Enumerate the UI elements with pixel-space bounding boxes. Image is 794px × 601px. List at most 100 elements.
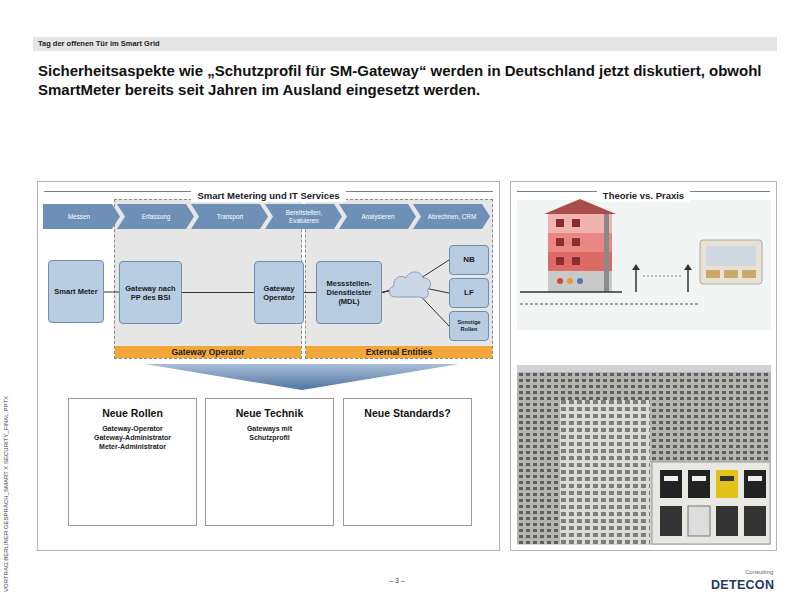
chevron-fill bbox=[191, 204, 268, 229]
logo-subtitle: Consulting bbox=[745, 569, 773, 576]
process-chevron: Erfassung bbox=[117, 204, 194, 229]
meter-display bbox=[692, 476, 706, 481]
box-heading: Neue Standards? bbox=[344, 407, 471, 420]
panel-heading-text: Smart Metering und IT Services bbox=[191, 190, 345, 202]
meter bbox=[744, 506, 766, 536]
chevron-fill bbox=[117, 204, 194, 229]
panel-heading-text: Theorie vs. Praxis bbox=[597, 190, 690, 202]
box-label: Gateway Operator bbox=[258, 284, 300, 302]
panel: Theorie vs. Praxis bbox=[510, 181, 777, 551]
chevron-fill bbox=[413, 204, 490, 229]
display-device bbox=[700, 240, 762, 284]
cloud-symbol bbox=[386, 266, 434, 304]
house-window bbox=[556, 257, 564, 265]
panel-heading: Smart Metering und IT Services bbox=[44, 185, 493, 197]
result-box: Neue Standards? bbox=[343, 398, 472, 526]
house-window bbox=[556, 238, 564, 246]
house-window bbox=[556, 219, 564, 227]
meter-dot bbox=[557, 278, 563, 284]
process-box: Gateway nach PP des BSI bbox=[119, 261, 182, 324]
antenna bbox=[632, 264, 640, 270]
chevron-label-area: Erfassung bbox=[117, 204, 194, 229]
chevron-label-area: Abrechnen, CRM bbox=[413, 204, 490, 229]
box-label: Gateway nach PP des BSI bbox=[123, 284, 178, 302]
house-window bbox=[572, 219, 580, 227]
logo: DETECON bbox=[711, 578, 774, 592]
device-key bbox=[742, 270, 756, 278]
result-box: Neue TechnikGateways mit Schutzprofil bbox=[205, 398, 334, 526]
orange-band: External Entities bbox=[306, 346, 492, 358]
meter-dot bbox=[577, 278, 583, 284]
process-box: NB bbox=[449, 245, 489, 275]
meter bbox=[744, 470, 766, 498]
box-body: Gateways mit Schutzprofil bbox=[235, 425, 305, 443]
region-label: Gateway Operator bbox=[115, 346, 301, 358]
process-box: LF bbox=[449, 278, 489, 308]
box-body: Gateway-Operator Gateway-Administrator M… bbox=[88, 425, 178, 451]
chevron-fill bbox=[265, 204, 342, 229]
meter-dot bbox=[567, 278, 573, 284]
chevron-label: Transport bbox=[217, 213, 244, 220]
box-label: Messstellen-Dienstleister (MDL) bbox=[320, 279, 378, 306]
cloud-shape bbox=[389, 272, 430, 298]
antenna bbox=[635, 270, 637, 292]
process-box: Smart Meter bbox=[48, 260, 104, 323]
panel-heading: Theorie vs. Praxis bbox=[517, 185, 770, 197]
meter bbox=[716, 470, 738, 498]
chevron-fill bbox=[339, 204, 416, 229]
region-label: External Entities bbox=[306, 346, 492, 358]
connector bbox=[304, 292, 316, 293]
chevron-label: Analysieren bbox=[362, 213, 395, 220]
chevron-label: Erfassung bbox=[142, 213, 170, 220]
antenna bbox=[687, 270, 689, 292]
radio-link bbox=[643, 276, 682, 277]
header-text: Tag der offenen Tür im Smart Grid bbox=[33, 37, 777, 51]
box-label: Smart Meter bbox=[54, 287, 97, 296]
slide-title: Sicherheitsaspekte wie „Schutzprofil für… bbox=[38, 61, 783, 99]
process-chevron: Bereitstellen, Evaluieren bbox=[265, 204, 342, 229]
photo-buildings bbox=[517, 455, 567, 544]
device-key bbox=[724, 270, 738, 278]
connector bbox=[182, 292, 254, 293]
device-key bbox=[706, 270, 720, 278]
process-chevron: Analysieren bbox=[339, 204, 416, 229]
meter-display bbox=[720, 476, 734, 481]
result-box: Neue RollenGateway-Operator Gateway-Admi… bbox=[68, 398, 197, 526]
house-window bbox=[572, 257, 580, 265]
house-basement bbox=[548, 271, 612, 292]
box-label: NB bbox=[463, 255, 475, 265]
illustration-ground bbox=[517, 200, 771, 330]
chevron-label: Abrechnen, CRM bbox=[428, 213, 476, 220]
chevron-label-area: Analysieren bbox=[339, 204, 416, 229]
photo-building-front bbox=[560, 400, 650, 544]
panel: Smart Metering und IT ServicesMessen Erfa… bbox=[37, 181, 500, 551]
box-heading: Neue Technik bbox=[206, 407, 333, 420]
meter bbox=[660, 506, 682, 536]
meter-photo bbox=[652, 462, 770, 544]
chevron-label-area: Transport bbox=[191, 204, 268, 229]
connector bbox=[104, 292, 119, 293]
device-screen bbox=[706, 246, 756, 266]
chevron-label: Bereitstellen, Evaluieren bbox=[275, 209, 333, 223]
process-box: Gateway Operator bbox=[254, 261, 304, 324]
meter-display bbox=[748, 476, 762, 481]
meter-display bbox=[664, 476, 678, 481]
header-bar: Tag der offenen Tür im Smart Grid bbox=[33, 37, 777, 51]
page-number: – 3 – bbox=[377, 576, 417, 585]
house-window bbox=[572, 238, 580, 246]
photo-sky bbox=[517, 365, 771, 545]
process-chevron: Transport bbox=[191, 204, 268, 229]
process-chevron: Abrechnen, CRM bbox=[413, 204, 490, 229]
box-label: LF bbox=[464, 288, 474, 298]
house-pipe bbox=[604, 214, 609, 292]
down-arrow bbox=[145, 364, 459, 390]
orange-band: Gateway Operator bbox=[115, 346, 301, 358]
chevron-fill bbox=[43, 204, 120, 229]
process-box: Sonstige Rollen bbox=[449, 311, 489, 341]
antenna bbox=[684, 264, 692, 270]
chevron-label-area: Messen bbox=[43, 204, 120, 229]
meter bbox=[688, 506, 710, 536]
meter bbox=[716, 506, 738, 536]
box-label: Sonstige Rollen bbox=[453, 319, 485, 332]
file-name: VORTRAG BERLINER GESPRÄCH_SMART X SECURI… bbox=[3, 396, 10, 592]
